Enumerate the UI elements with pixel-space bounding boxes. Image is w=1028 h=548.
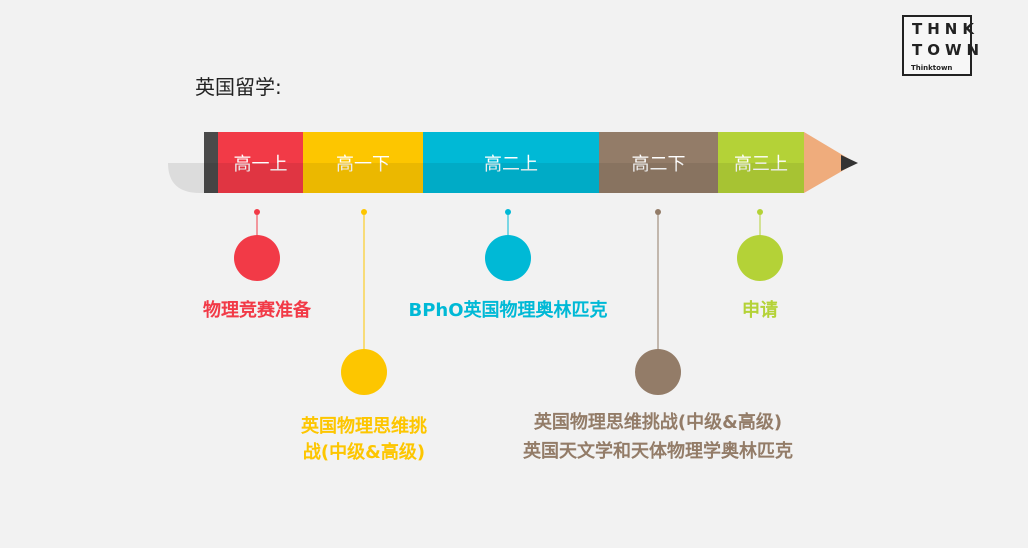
pencil-lower-shade (204, 163, 804, 193)
event-circle-yellow (341, 349, 387, 395)
stage-label: 高二下 (631, 153, 686, 175)
event-label-3: BPhO英国物理奥林匹克 (383, 298, 633, 324)
event-line: BPhO英国物理奥林匹克 (408, 300, 608, 321)
event-label-1: 物理竞赛准备 (157, 298, 357, 324)
stage-label: 高三上 (734, 153, 788, 175)
stage-segment-5: 高三上 (718, 132, 804, 193)
pencil-eraser (204, 132, 218, 193)
logo-subtitle: Thinktown (911, 64, 953, 72)
stage-label: 高一上 (233, 153, 288, 175)
connector-red (234, 209, 280, 281)
event-line: 英国物理思维挑战(中级&高级) (533, 412, 783, 433)
event-line: 英国物理思维挑 (301, 416, 427, 437)
connector-yellow (341, 209, 387, 395)
event-label-2: 英国物理思维挑 战(中级&高级) (264, 414, 464, 466)
event-circle-green (737, 235, 783, 281)
stage-label: 高一下 (336, 153, 390, 175)
event-circle-red (234, 235, 280, 281)
stage-segment-4: 高二下 (599, 132, 718, 193)
page-title: 英国留学: (195, 75, 282, 99)
event-line: 物理竞赛准备 (203, 300, 311, 321)
event-line: 申请 (742, 300, 778, 321)
event-circle-blue (485, 235, 531, 281)
stage-segment-3: 高二上 (423, 132, 599, 193)
connector-brown (635, 209, 681, 395)
event-label-4: 英国物理思维挑战(中级&高级) 英国天文学和天体物理学奥林匹克 (493, 408, 823, 466)
pencil-lead (841, 155, 858, 171)
event-line: 战(中级&高级) (302, 442, 426, 463)
connector-blue (485, 209, 531, 281)
stage-segment-1: 高一上 (218, 132, 303, 193)
stage-segment-2: 高一下 (303, 132, 423, 193)
stage-label: 高二上 (484, 153, 538, 175)
logo-line-1: THNK (912, 20, 979, 38)
event-label-5: 申请 (710, 298, 810, 324)
pencil-tip (804, 132, 856, 193)
event-line: 英国天文学和天体物理学奥林匹克 (523, 441, 793, 462)
logo-line-2: TOWN (912, 41, 985, 59)
event-circle-brown (635, 349, 681, 395)
thinktown-logo: THNK TOWN Thinktown (902, 15, 985, 76)
connector-green (737, 209, 783, 281)
